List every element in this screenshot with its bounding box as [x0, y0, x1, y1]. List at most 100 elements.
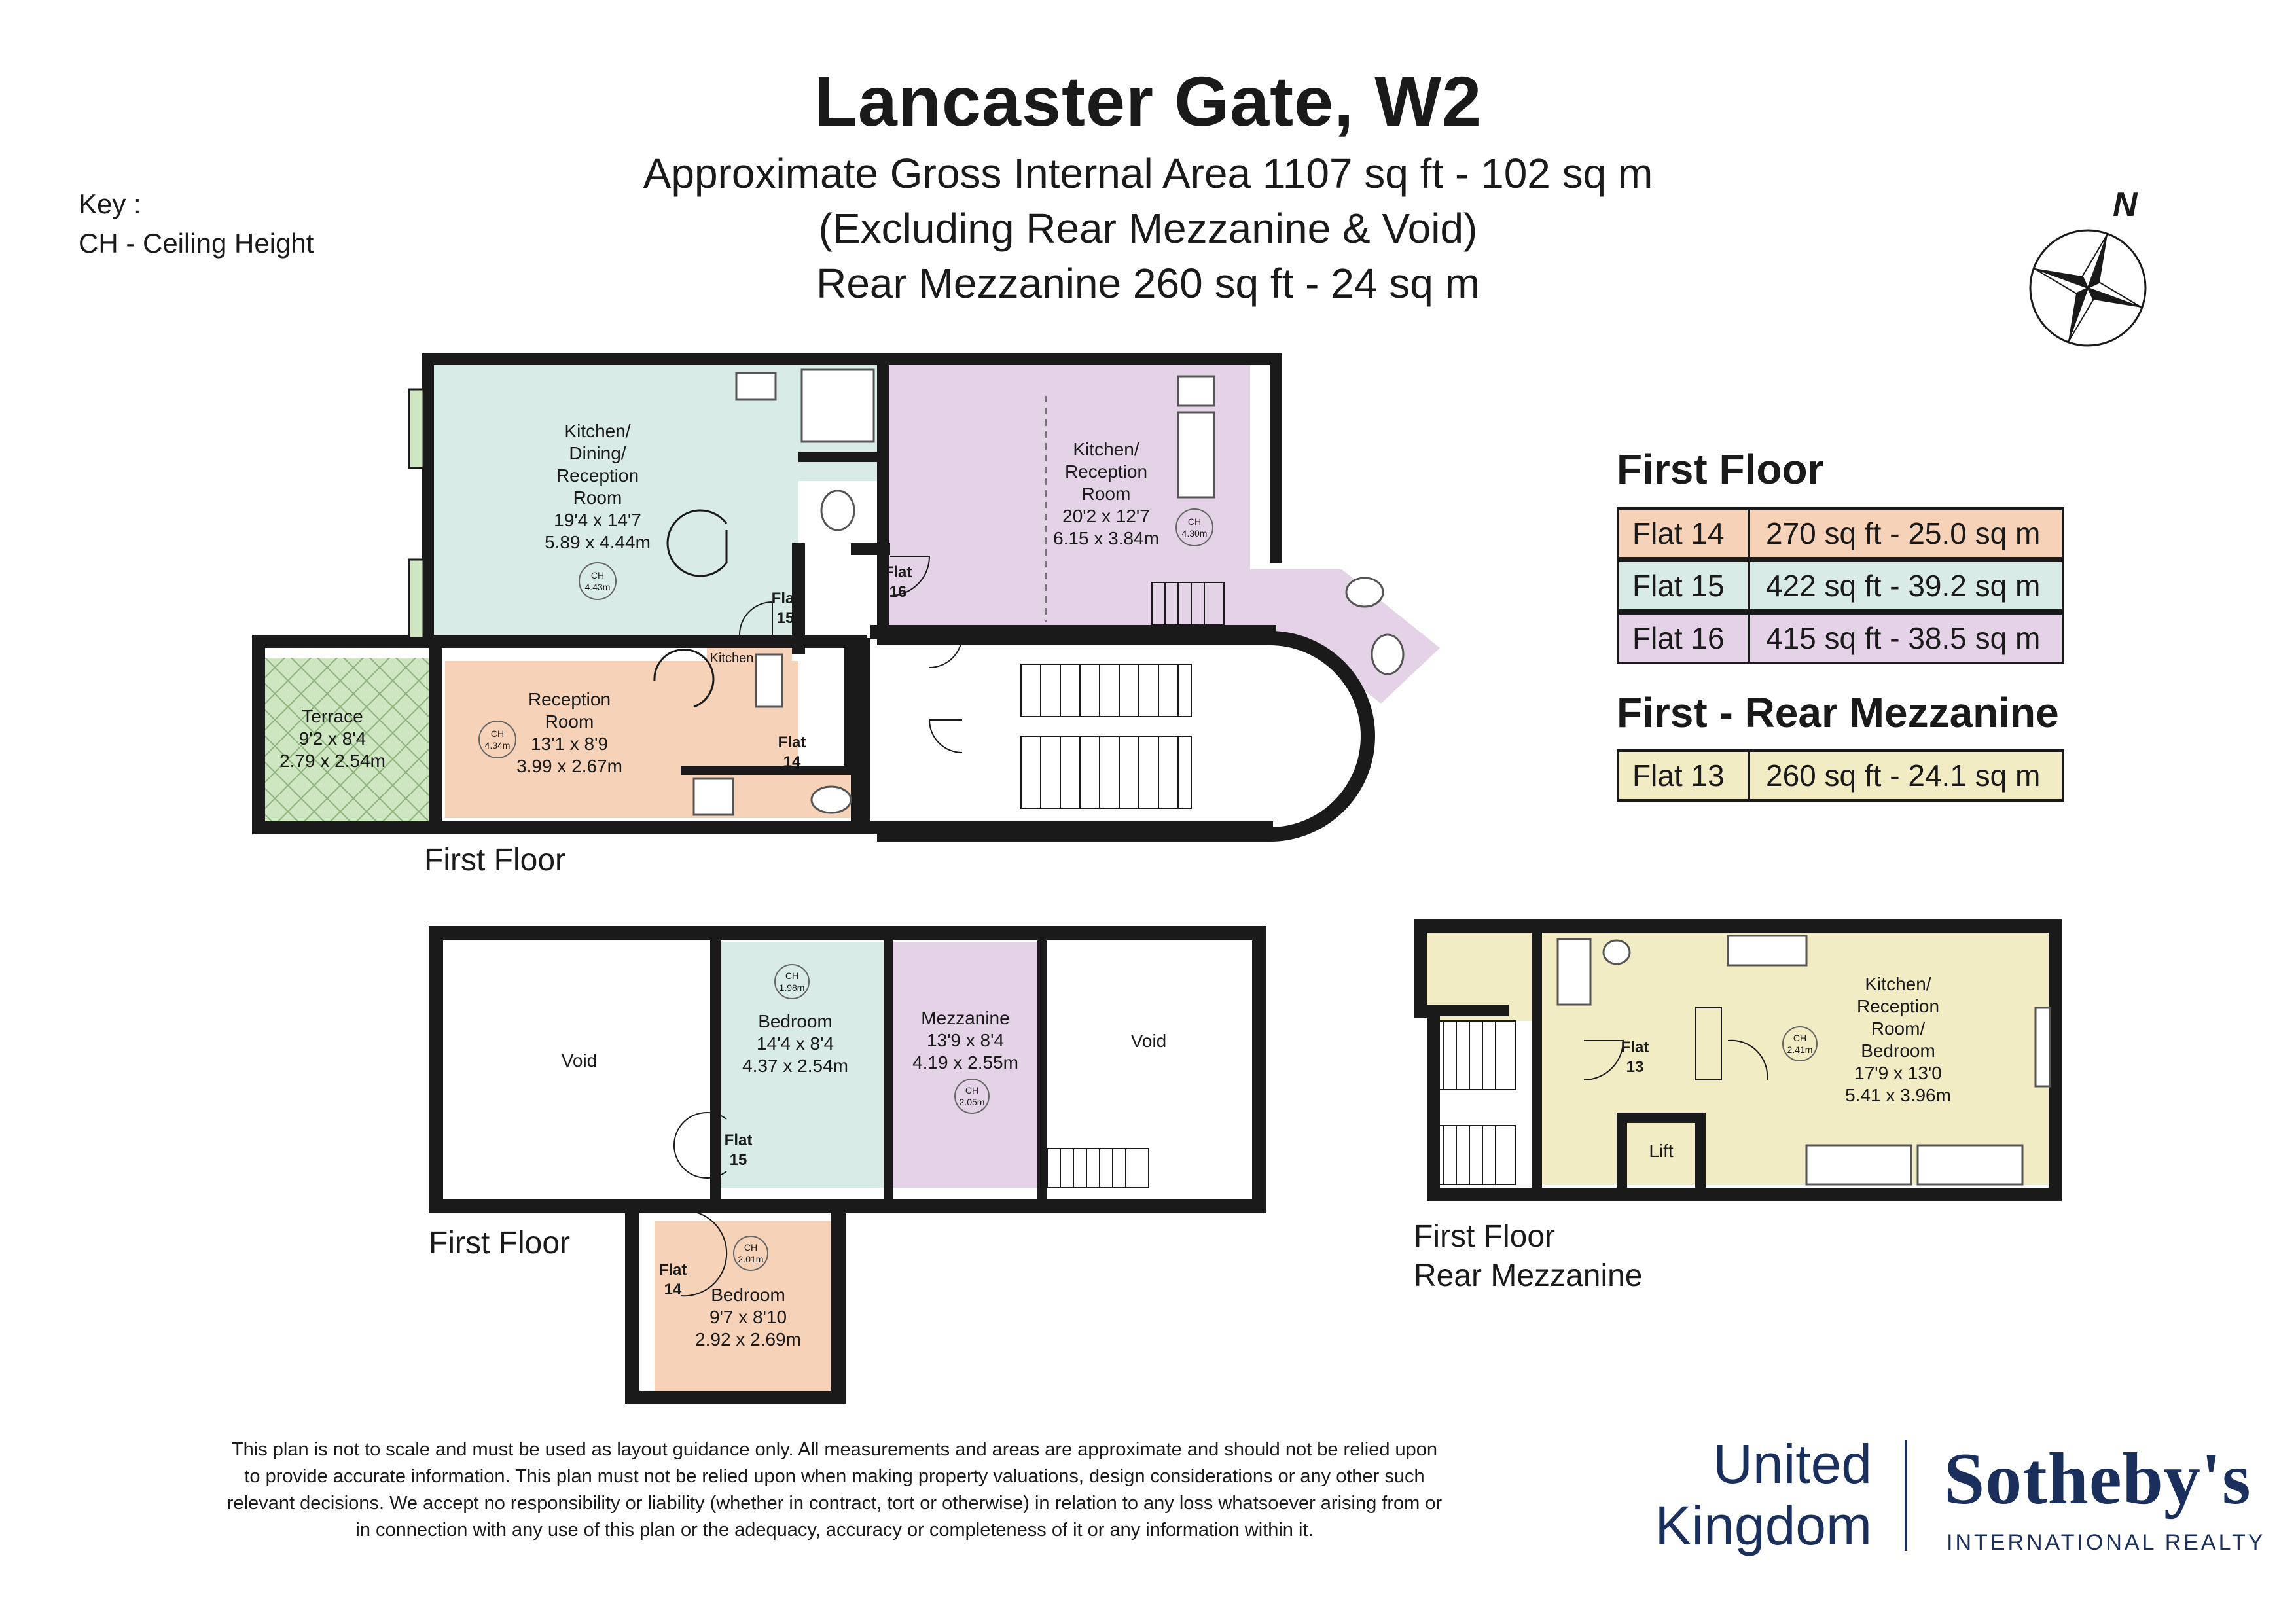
kitchen-15-label-1: Kitchen/	[564, 421, 630, 441]
flat-13-door-label-2: 13	[1626, 1058, 1644, 1076]
flat-14-stair-label-1: Flat	[659, 1261, 687, 1279]
reception-14-ch: CH	[491, 728, 504, 739]
mezzanine-16-label: Mezzanine	[921, 1008, 1009, 1028]
kitchen-16-dim-metric: 6.15 x 3.84m	[1053, 528, 1159, 548]
walls-rear-mezzanine	[1414, 919, 2062, 1201]
flat-14-stair-label-2: 14	[664, 1281, 682, 1298]
floor-label-rear-2: Rear Mezzanine	[1414, 1258, 1643, 1293]
compass-north-label: N	[2113, 186, 2138, 224]
area-row-value: 270 sq ft - 25.0 sq m	[1766, 516, 2041, 550]
disclaimer: This plan is not to scale and must be us…	[226, 1439, 1443, 1541]
flat-15-stair-label-1: Flat	[725, 1132, 753, 1149]
compass-rose-icon	[2033, 233, 2143, 343]
area-row-value: 260 sq ft - 24.1 sq m	[1766, 758, 2041, 793]
bedroom-15-label: Bedroom	[758, 1011, 833, 1031]
exclusion-line: (Excluding Rear Mezzanine & Void)	[818, 205, 1478, 252]
kitchen-16-label-1: Kitchen/	[1073, 439, 1139, 459]
bedroom-15-dim-metric: 4.37 x 2.54m	[742, 1056, 848, 1076]
flat-14-door-label-2: 14	[783, 753, 801, 771]
stairs-rear	[1429, 1007, 1768, 1185]
bedroom-14-dim-metric: 2.92 x 2.69m	[695, 1329, 801, 1349]
gross-area-line: Approximate Gross Internal Area 1107 sq …	[643, 150, 1653, 197]
reception-14-dim-metric: 3.99 x 2.67m	[516, 756, 622, 776]
spiral-stair-flat-14	[653, 649, 715, 708]
kitchen-13-ch: CH	[1793, 1033, 1806, 1043]
brand-united: United	[1713, 1433, 1872, 1495]
reception-14-label-1: Reception	[528, 689, 611, 709]
kitchen-16-ch: CH	[1188, 516, 1201, 527]
kitchen-13-dim-metric: 5.41 x 3.96m	[1845, 1085, 1951, 1105]
void-right-label: Void	[1131, 1031, 1167, 1051]
kitchen-15-label-4: Room	[573, 488, 622, 508]
area-row-flat-13: Flat 13 260 sq ft - 24.1 sq m	[1617, 749, 2064, 802]
brand-logo-name: Sotheby's	[1944, 1438, 2251, 1520]
room-mezzanine-flat-16	[890, 942, 1041, 1188]
flat-15-door-label-2: 15	[777, 609, 795, 627]
mezzanine-16-ch: CH	[965, 1085, 978, 1096]
key-label: Key :	[79, 188, 141, 219]
kitchen-15-label-3: Reception	[556, 465, 639, 486]
windows-left	[408, 388, 425, 639]
kitchen-16-ch-value: 4.30m	[1182, 528, 1208, 539]
bedroom-14-ch-value: 2.01m	[738, 1254, 764, 1264]
area-row-flat-16: Flat 16 415 sq ft - 38.5 sq m	[1617, 612, 2064, 664]
main-staircase	[1020, 664, 1192, 809]
fixtures-rear	[1556, 935, 2051, 1186]
kitchen-13-label-2: Reception	[1857, 996, 1939, 1016]
room-bedroom-flat-15	[717, 942, 887, 1188]
brand-kingdom: Kingdom	[1655, 1495, 1872, 1556]
walls-mezzanine	[429, 926, 1266, 1404]
mezzanine-16-dim-imperial: 13'9 x 8'4	[927, 1030, 1004, 1050]
room-bedroom-flat-14	[655, 1221, 831, 1391]
plan-first-floor-mezzanine: Void Void Bedroom 14'4 x 8'4 4.37 x 2.54…	[429, 926, 1266, 1404]
bedroom-14-ch: CH	[744, 1242, 757, 1253]
ch-circles-mezzanine	[733, 964, 990, 1271]
mezzanine-16-dim-metric: 4.19 x 2.55m	[912, 1052, 1018, 1073]
stair-right-void	[673, 1112, 1149, 1297]
key-item: CH - Ceiling Height	[79, 228, 314, 259]
reception-14-ch-value: 4.34m	[485, 740, 511, 751]
floor-label-first-floor: First Floor	[424, 843, 565, 878]
stair-flat-16	[1151, 582, 1225, 626]
ch-circles-first-floor	[478, 508, 1213, 758]
terrace-label: Terrace	[302, 706, 363, 726]
spiral-stair-flat-15	[666, 509, 728, 577]
area-row-flat-15: Flat 15 422 sq ft - 39.2 sq m	[1617, 560, 2064, 612]
area-row-flat: Flat 13	[1619, 752, 1750, 799]
mezzanine-16-ch-value: 2.05m	[960, 1097, 985, 1107]
bedroom-15-ch: CH	[785, 971, 798, 981]
brand-tagline: INTERNATIONAL REALTY	[1946, 1530, 2266, 1555]
kitchen-15-dim-imperial: 19'4 x 14'7	[554, 510, 641, 530]
kitchen-16-label-2: Reception	[1065, 461, 1147, 482]
flat-14-door-label-1: Flat	[778, 734, 806, 751]
first-floor-table-heading: First Floor	[1617, 446, 1824, 493]
flat-15-door-label-1: Flat	[772, 590, 800, 607]
lift-label: Lift	[1649, 1141, 1674, 1161]
bedroom-14-dim-imperial: 9'7 x 8'10	[709, 1307, 787, 1327]
brand-divider	[1905, 1440, 1907, 1551]
void-left-label: Void	[562, 1050, 598, 1071]
room-kitchen-flat-15	[432, 363, 798, 635]
kitchen-13-label-1: Kitchen/	[1865, 974, 1931, 994]
fixtures-first-floor	[692, 368, 1405, 816]
mezzanine-area-line: Rear Mezzanine 260 sq ft - 24 sq m	[816, 260, 1480, 307]
compass-ring	[2029, 229, 2147, 347]
kitchen-13-ch-value: 2.41m	[1787, 1044, 1813, 1055]
reception-14-label-2: Room	[545, 711, 594, 732]
door-swings	[739, 556, 963, 753]
floor-label-first-floor-2: First Floor	[429, 1226, 570, 1260]
rear-mezzanine-table-heading: First - Rear Mezzanine	[1617, 689, 2059, 736]
kitchen-15-label-2: Dining/	[569, 443, 626, 463]
bedroom-15-dim-imperial: 14'4 x 8'4	[757, 1033, 834, 1054]
area-row-value: 415 sq ft - 38.5 sq m	[1766, 621, 2041, 655]
area-row-flat-14: Flat 14 270 sq ft - 25.0 sq m	[1617, 507, 2064, 560]
terrace-dim-imperial: 9'2 x 8'4	[299, 728, 367, 749]
walls-first-floor	[252, 353, 1282, 834]
brand-region: United Kingdom	[1630, 1433, 1872, 1556]
kitchen-13-label-4: Bedroom	[1861, 1041, 1935, 1061]
floor-label-rear-1: First Floor	[1414, 1219, 1555, 1254]
kitchen-15-ch: CH	[591, 570, 604, 580]
area-row-flat: Flat 16	[1619, 615, 1750, 662]
reception-14-dim-imperial: 13'1 x 8'9	[531, 734, 608, 754]
